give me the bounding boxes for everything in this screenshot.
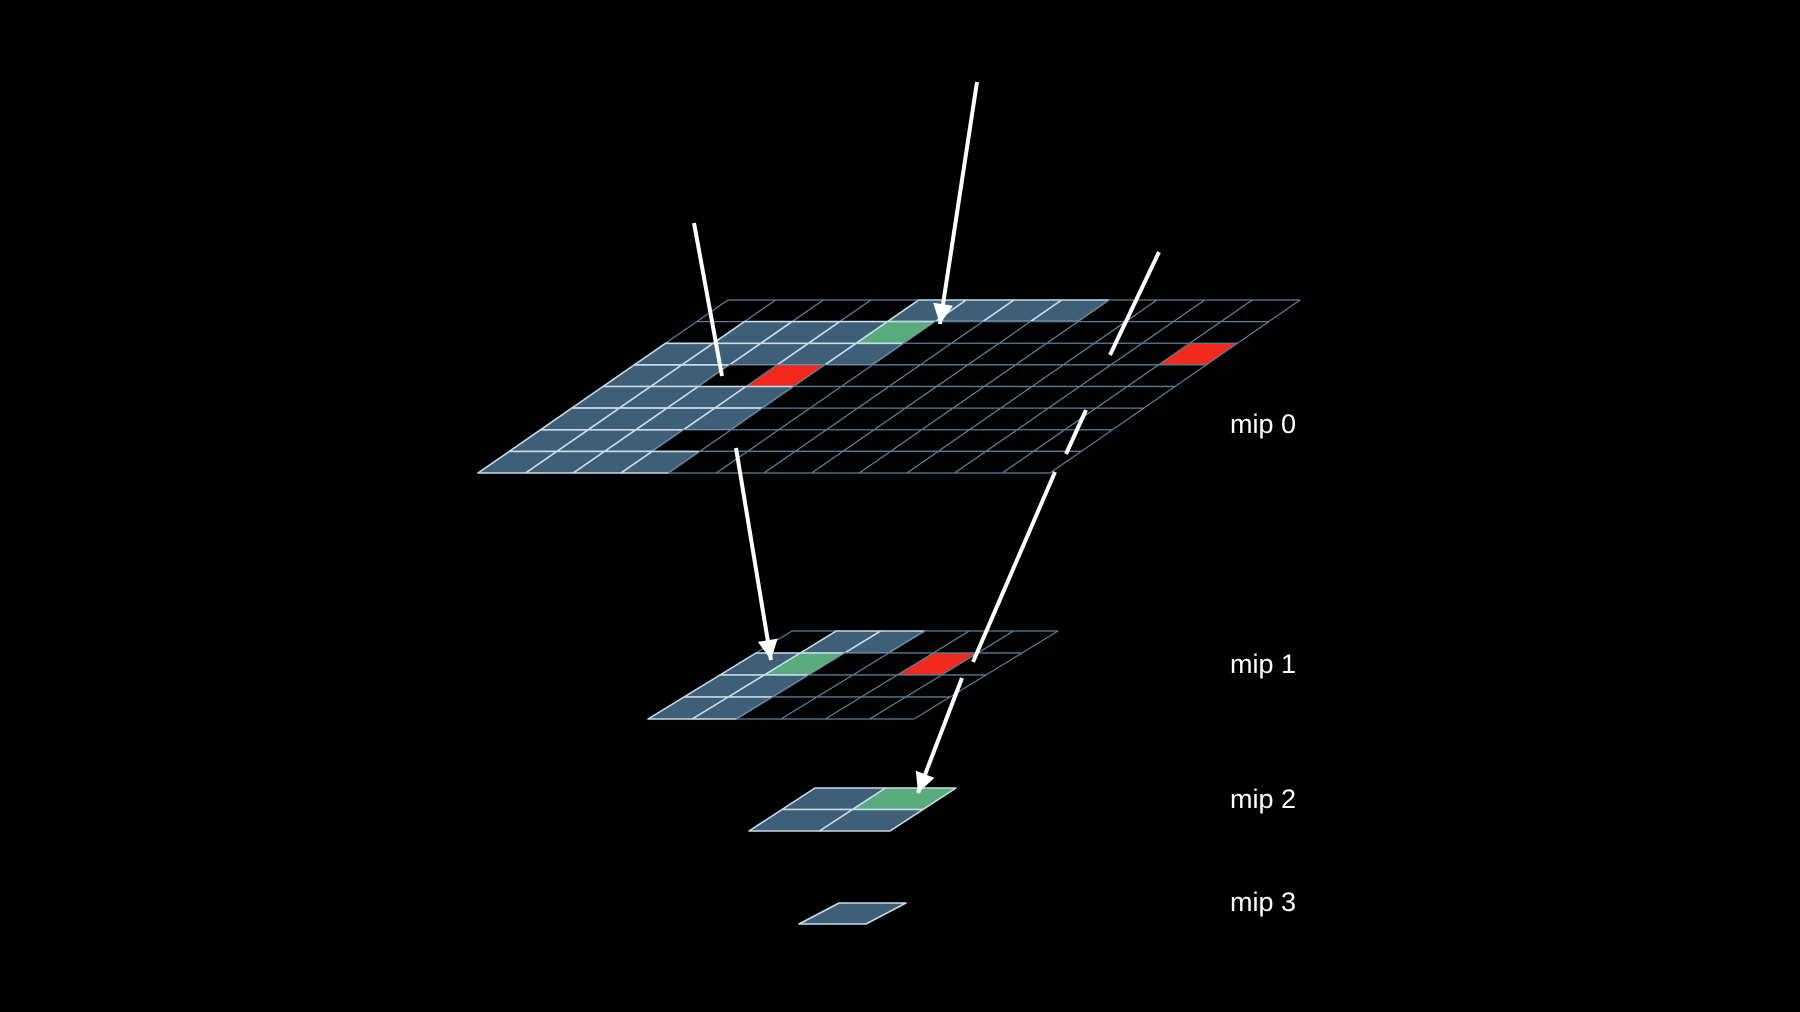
mip-3-grid xyxy=(798,902,907,925)
arrow-to-mip0-green-head xyxy=(933,302,953,324)
arrow-left-upper-shaft xyxy=(692,222,724,377)
mip-0-grid xyxy=(477,299,1301,474)
resident-tile xyxy=(798,902,907,925)
mip-2-grid xyxy=(748,787,957,832)
arrow-to-mip2-green-head xyxy=(915,770,935,793)
arrow-to-mip1-green-shaft xyxy=(734,447,773,661)
mip-1-grid xyxy=(647,630,1059,720)
mip-2-label: mip 2 xyxy=(1230,784,1296,814)
arrow-to-mip0-green-shaft xyxy=(938,81,979,325)
arrow-to-mip2-green-shaft xyxy=(916,677,964,794)
sample-arrows xyxy=(692,81,1161,794)
arrow-to-mip1-green-head xyxy=(757,638,778,660)
empty-tile xyxy=(869,696,951,720)
mip-1-label: mip 1 xyxy=(1230,649,1296,679)
mip-3-label: mip 3 xyxy=(1230,887,1296,917)
mip-0-label: mip 0 xyxy=(1230,409,1296,439)
arrow-right-mid-shaft xyxy=(1064,409,1088,455)
arrow-right-upper-shaft xyxy=(1108,251,1161,356)
arrow-right-lower-shaft xyxy=(971,471,1057,663)
resident-tile xyxy=(818,808,924,832)
